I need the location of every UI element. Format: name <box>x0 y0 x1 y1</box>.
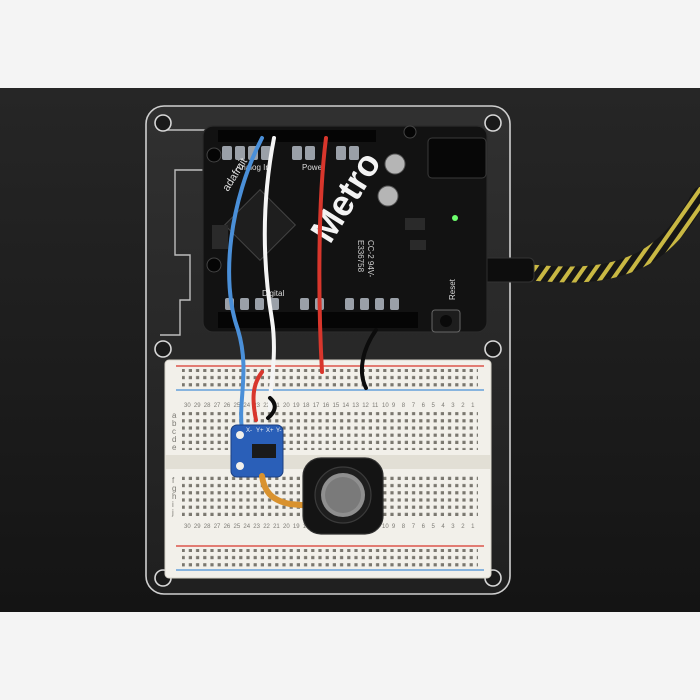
mount-hole <box>484 340 502 358</box>
column-number: 4 <box>441 403 445 409</box>
black-wire <box>359 328 378 390</box>
top-border <box>0 0 700 88</box>
column-number: 27 <box>214 403 221 409</box>
column-number: 5 <box>432 524 436 530</box>
breakout-label: X- <box>246 428 252 434</box>
row-letter: e <box>172 443 177 452</box>
breadboard <box>164 359 492 579</box>
column-number: 24 <box>243 403 250 409</box>
mount-hole <box>484 114 502 132</box>
column-number: 23 <box>253 403 260 409</box>
row-letter: f <box>172 476 175 485</box>
column-number: 12 <box>362 403 369 409</box>
red-short-wire <box>251 370 264 422</box>
capacitor <box>384 153 406 175</box>
column-number: 17 <box>313 403 320 409</box>
row-letter: h <box>172 492 176 501</box>
analog-label: Analog In <box>236 163 270 172</box>
row-letter: j <box>171 508 174 517</box>
dc-barrel-jack <box>427 137 487 179</box>
column-number: 19 <box>293 524 300 530</box>
breakout-label: X+ <box>266 428 274 434</box>
column-number: 8 <box>402 403 406 409</box>
column-number: 24 <box>243 524 250 530</box>
status-led <box>452 215 458 221</box>
column-number: 8 <box>402 524 406 530</box>
row-letter: a <box>172 411 177 420</box>
serial-label: E336758 <box>356 240 365 273</box>
column-number: 23 <box>253 524 260 530</box>
black-short-wire <box>266 396 277 420</box>
breakout-label: Y- <box>276 428 281 434</box>
row-letter: d <box>172 435 176 444</box>
column-number: 22 <box>263 524 270 530</box>
column-number: 13 <box>352 403 359 409</box>
column-number: 3 <box>451 403 455 409</box>
header-top-right <box>286 130 376 142</box>
column-number: 20 <box>283 524 290 530</box>
column-number: 6 <box>422 524 426 530</box>
bottom-border <box>0 612 700 700</box>
row-letter: i <box>172 500 174 509</box>
column-number: 10 <box>382 403 389 409</box>
column-number: 28 <box>204 403 211 409</box>
digital-label: Digital <box>262 289 284 298</box>
flex-ribbon <box>259 473 315 509</box>
column-number: 21 <box>273 403 280 409</box>
column-number: 26 <box>224 403 231 409</box>
column-number: 16 <box>323 403 330 409</box>
thumbstick <box>302 457 384 535</box>
column-number: 2 <box>461 403 465 409</box>
mount-hole <box>154 340 172 358</box>
column-number: 3 <box>451 524 455 530</box>
column-number: 22 <box>263 403 270 409</box>
column-number: 15 <box>333 403 340 409</box>
column-number: 28 <box>204 524 211 530</box>
column-number: 30 <box>184 524 191 530</box>
jumper-wires <box>227 136 378 432</box>
reset-label: Reset <box>448 278 457 300</box>
metro-board: Metro adafruit Power Analog In Digital R… <box>202 125 488 333</box>
column-number: 6 <box>422 403 426 409</box>
column-number: 20 <box>283 403 290 409</box>
column-number: 1 <box>471 524 475 530</box>
column-number: 27 <box>214 524 221 530</box>
mount-hole <box>154 114 172 132</box>
row-letter: g <box>172 484 176 493</box>
white-wire <box>262 136 276 412</box>
column-number: 29 <box>194 403 201 409</box>
blue-wire <box>227 136 264 432</box>
capacitor <box>377 185 399 207</box>
column-number: 2 <box>461 524 465 530</box>
row-letter: c <box>172 427 176 436</box>
column-number: 9 <box>392 403 396 409</box>
column-number: 25 <box>234 403 241 409</box>
column-number: 14 <box>342 403 349 409</box>
column-number: 19 <box>293 403 300 409</box>
column-number: 9 <box>392 524 396 530</box>
column-number: 4 <box>441 524 445 530</box>
breakout-label: Y+ <box>256 428 264 434</box>
column-number: 7 <box>412 524 416 530</box>
column-number: 26 <box>224 524 231 530</box>
column-number: 21 <box>273 524 280 530</box>
joystick-breakout: X- Y+ X+ Y- <box>230 424 284 478</box>
column-number: 29 <box>194 524 201 530</box>
column-number: 10 <box>382 524 389 530</box>
column-number: 25 <box>234 524 241 530</box>
column-number: 7 <box>412 403 416 409</box>
red-wire <box>317 136 328 374</box>
column-number: 18 <box>303 403 310 409</box>
column-number: 11 <box>372 403 379 409</box>
power-label: Power <box>302 163 325 172</box>
row-letter: b <box>172 419 177 428</box>
microcontroller-chip <box>223 188 297 262</box>
column-number: 30 <box>184 403 191 409</box>
column-number: 5 <box>432 403 436 409</box>
column-number: 1 <box>471 403 475 409</box>
mark-label: CC-2 94V- <box>366 240 375 278</box>
